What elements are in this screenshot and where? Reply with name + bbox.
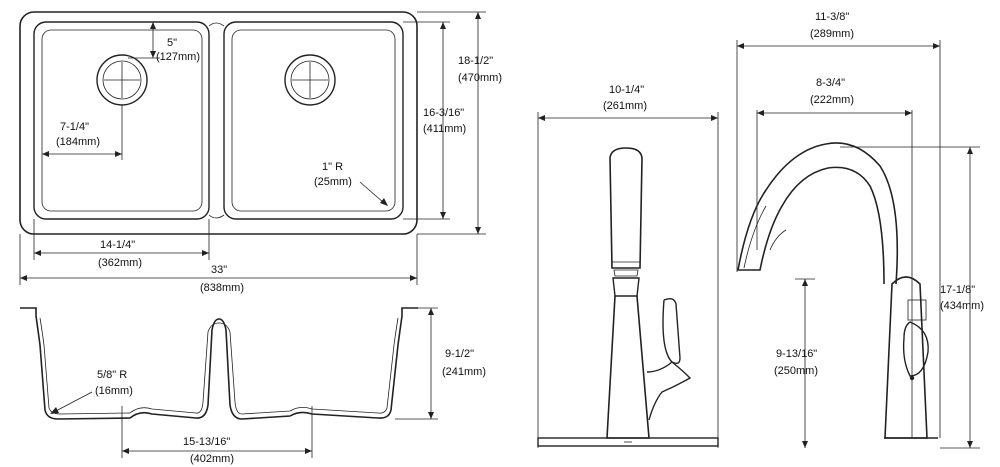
dim-spout-reach: 8-3/4" (222mm) — [757, 77, 912, 116]
dim-bowl-depth: 16-3/16" (411mm) — [403, 21, 466, 220]
front-sprayhead-ring — [613, 269, 639, 277]
sink-section-outer — [20, 307, 418, 420]
front-spout-neck — [612, 277, 640, 297]
side-body — [884, 276, 928, 439]
dim-overall-width: 33" (838mm) — [19, 234, 418, 294]
label-overall-reach-metric: (289mm) — [810, 28, 854, 40]
front-handle-base — [646, 361, 692, 421]
sink-top-view: 5" (127mm) 7-1/4" (184mm) 1" R (25mm) 1 — [19, 11, 502, 294]
label-drain-spacing: 15-13/16" — [183, 436, 230, 448]
label-spout-height-metric: (250mm) — [774, 365, 818, 377]
sink-section-inner — [39, 317, 399, 415]
label-drain-offset-depth: 5" — [167, 37, 177, 49]
label-corner-radius-metric: (25mm) — [314, 176, 352, 188]
label-corner-radius: 1" R — [322, 161, 343, 173]
label-spout-reach: 8-3/4" — [816, 77, 845, 89]
left-bowl-outer — [33, 21, 210, 220]
bowl-divider — [208, 22, 225, 219]
front-body — [606, 295, 650, 439]
front-sprayhead — [609, 147, 643, 269]
label-drain-offset-side-metric: (184mm) — [56, 136, 100, 148]
sink-section-view: 5/8" R (16mm) 15-13/16" (402mm) 9-1/2" (… — [20, 307, 486, 465]
dim-overall-depth: 18-1/2" (470mm) — [417, 11, 502, 235]
side-handle — [902, 321, 929, 377]
right-drain — [284, 54, 336, 106]
label-drain-offset-side: 7-1/4" — [60, 121, 89, 133]
label-drain-offset-depth-metric: (127mm) — [156, 51, 200, 63]
dim-bowl-height: 9-1/2" (241mm) — [395, 307, 486, 420]
label-bowl-depth-metric: (411mm) — [423, 123, 466, 135]
left-bowl-inner — [41, 29, 203, 212]
label-bowl-depth: 16-3/16" — [423, 107, 464, 119]
side-spray-detail — [743, 205, 787, 269]
label-bottom-radius-metric: (16mm) — [95, 385, 133, 397]
dim-base-width: 10-1/4" (261mm) — [538, 84, 718, 121]
side-handle-dot — [909, 375, 915, 381]
label-overall-width-metric: (838mm) — [200, 282, 244, 294]
label-overall-height-metric: (434mm) — [940, 300, 984, 312]
dim-spout-height: 9-13/16" (250mm) — [774, 278, 818, 448]
label-bowl-height-metric: (241mm) — [442, 366, 486, 378]
side-handle-box — [907, 299, 927, 321]
label-bowl-height: 9-1/2" — [445, 348, 474, 360]
dim-overall-reach: 11-3/8" (289mm) — [737, 11, 940, 49]
front-handle-lever — [662, 297, 681, 365]
dim-corner-radius: 1" R (25mm) — [314, 161, 388, 206]
side-spout-gooseneck — [737, 142, 899, 285]
label-overall-height: 17-1/8" — [940, 284, 975, 296]
sink-outer-rim — [19, 11, 418, 235]
label-drain-spacing-metric: (402mm) — [190, 453, 234, 465]
label-spout-height: 9-13/16" — [776, 348, 817, 360]
label-bowl-width-metric: (362mm) — [98, 257, 142, 269]
right-bowl-outer — [223, 21, 404, 220]
label-bowl-width: 14-1/4" — [100, 239, 135, 251]
label-bottom-radius: 5/8" R — [97, 369, 127, 381]
dim-drain-offset-depth: 5" (127mm) — [128, 22, 200, 63]
label-base-width: 10-1/4" — [609, 84, 644, 96]
faucet-side-view: 11-3/8" (289mm) 8-3/4" (222mm) 9-13/16" … — [736, 11, 984, 449]
left-drain — [96, 54, 148, 106]
label-base-width-metric: (261mm) — [603, 100, 647, 112]
dim-drain-spacing: 15-13/16" (402mm) — [121, 406, 313, 465]
label-overall-depth-metric: (470mm) — [458, 72, 502, 84]
label-overall-width: 33" — [211, 264, 227, 276]
label-overall-depth: 18-1/2" — [458, 55, 493, 67]
dim-drain-offset-side: 7-1/4" (184mm) — [42, 105, 123, 160]
right-bowl-inner — [231, 29, 396, 212]
dim-bottom-radius: 5/8" R (16mm) — [50, 369, 133, 414]
faucet-front-view: 10-1/4" (261mm) — [537, 84, 719, 448]
dim-bowl-width: 14-1/4" (362mm) — [33, 219, 210, 269]
label-overall-reach: 11-3/8" — [815, 11, 849, 23]
dim-overall-height: 17-1/8" (434mm) — [840, 146, 984, 449]
label-spout-reach-metric: (222mm) — [810, 94, 854, 106]
